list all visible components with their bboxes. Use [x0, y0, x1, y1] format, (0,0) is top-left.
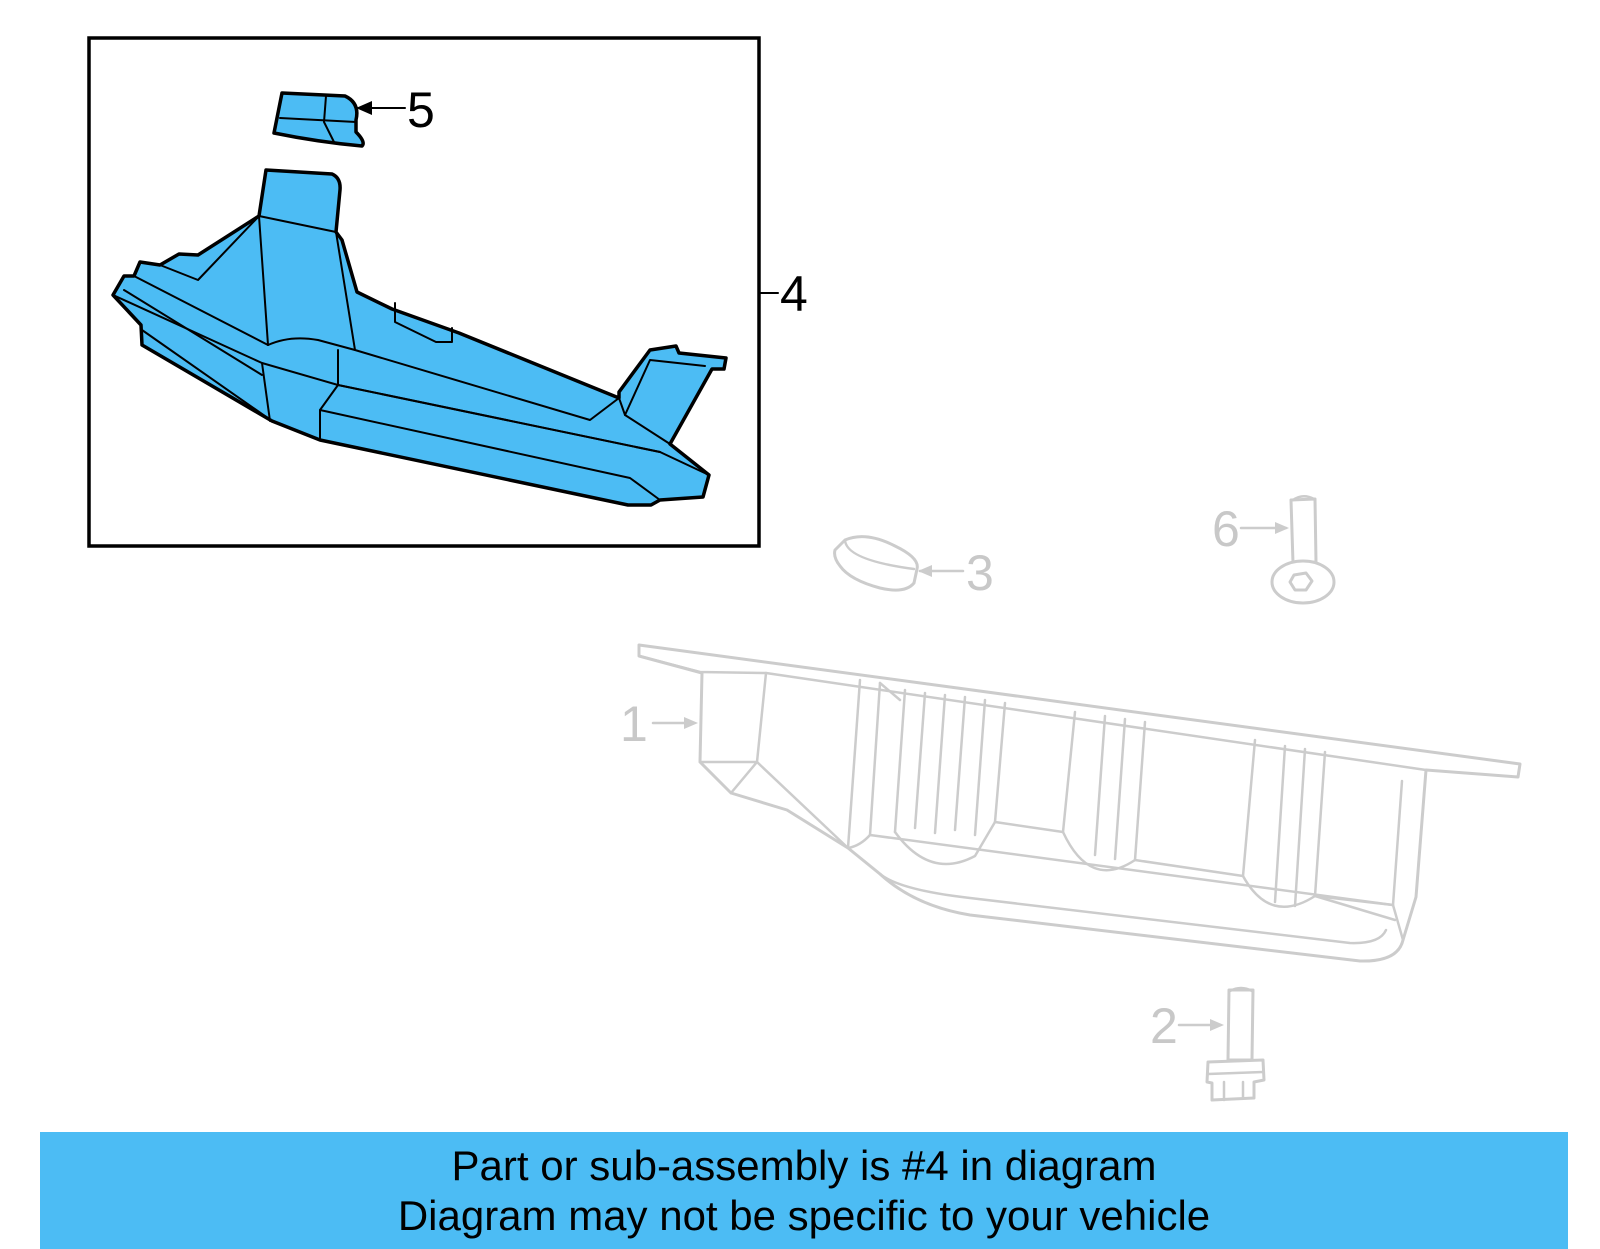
callout-6: 6 [1212, 501, 1240, 557]
info-banner: Part or sub-assembly is #4 in diagram Di… [40, 1132, 1568, 1249]
banner-background [40, 1132, 1568, 1249]
banner-line-part-number: Part or sub-assembly is #4 in diagram [451, 1141, 1157, 1189]
part-2-bolt[interactable] [1205, 986, 1266, 1102]
inset-frame [87, 36, 761, 548]
callout-arrow-1 [684, 717, 698, 729]
callout-arrow-5 [356, 101, 372, 115]
banner-line-disclaimer: Diagram may not be specific to your vehi… [397, 1191, 1211, 1239]
part-5-clip[interactable] [272, 91, 365, 148]
callout-2: 2 [1150, 998, 1178, 1054]
callout-4: 4 [780, 266, 808, 322]
callout-5: 5 [407, 82, 435, 138]
callout-arrow-6 [1275, 522, 1289, 534]
callout-3: 3 [966, 545, 994, 601]
part-1-oil-pan[interactable] [637, 643, 1522, 963]
callout-arrow-2 [1210, 1019, 1224, 1031]
part-3-plug[interactable] [833, 535, 919, 592]
part-4-filter[interactable] [111, 168, 728, 507]
callout-arrow-3 [918, 565, 932, 577]
part-6-bolt[interactable] [1270, 495, 1336, 605]
callout-1: 1 [620, 696, 648, 752]
